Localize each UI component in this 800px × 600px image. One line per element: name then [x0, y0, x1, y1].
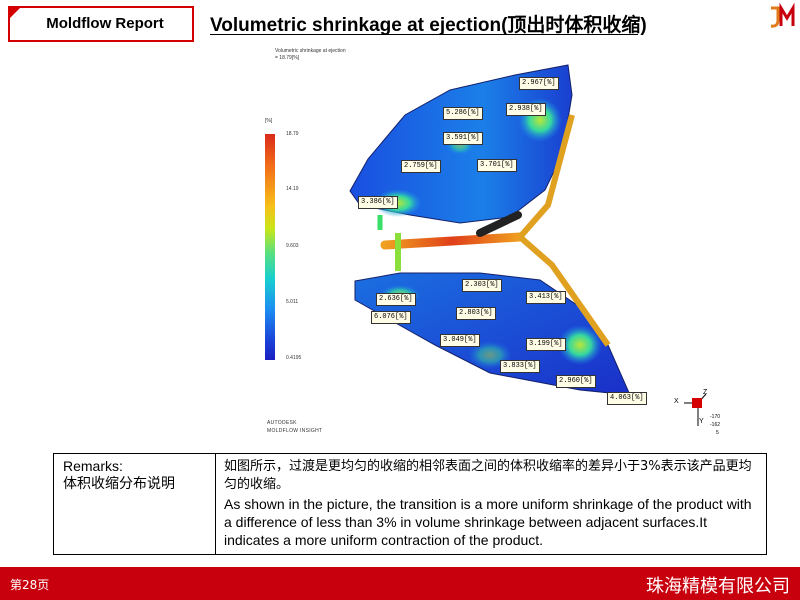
legend-tick-2: 14.19	[286, 186, 299, 192]
company-name: 珠海精模有限公司	[646, 576, 790, 597]
value-tag: 2.636[%]	[376, 293, 416, 306]
legend-tick-min: 0.4195	[286, 355, 302, 361]
report-tag-box	[8, 6, 194, 42]
legend-unit: [%]	[265, 118, 273, 124]
result-max-value: = 18.79[%]	[275, 55, 300, 61]
remarks-chinese-text: 如图所示，过渡是更均匀的收缩的相邻表面之间的体积收缩率的差异小于3%表示该产品更…	[224, 459, 752, 492]
remarks-subheading: 体积收缩分布说明	[63, 476, 175, 492]
value-tag: 2.938[%]	[506, 103, 546, 116]
title-underline	[210, 34, 638, 35]
remarks-english-text: As shown in the picture, the transition …	[224, 496, 752, 548]
value-tag: 2.960[%]	[556, 375, 596, 388]
triad-readout: -162	[710, 422, 721, 428]
axis-triad-icon	[684, 393, 707, 426]
value-tag: 3.591[%]	[443, 132, 483, 145]
legend-tick-3: 9.603	[286, 243, 299, 249]
color-legend-bar	[265, 134, 275, 360]
triad-readout: -170	[710, 414, 721, 420]
value-tag: 2.759[%]	[401, 160, 441, 173]
value-tag: 5.286[%]	[443, 107, 483, 120]
value-tag: 6.076[%]	[371, 311, 411, 324]
slide-title: Volumetric shrinkage at ejection(顶出时体积收缩…	[210, 15, 647, 36]
value-tag: 2.803[%]	[456, 307, 496, 320]
triad-z-label: Z	[703, 389, 708, 396]
value-tag: 3.701[%]	[477, 159, 517, 172]
remarks-divider	[215, 453, 216, 555]
report-tag-label: Moldflow Report	[46, 15, 164, 32]
value-tag: 3.049[%]	[440, 334, 480, 347]
value-tag: 4.063[%]	[607, 392, 647, 405]
legend-tick-max: 18.79	[286, 131, 299, 137]
value-tag: 3.199[%]	[526, 338, 566, 351]
remarks-table	[53, 453, 767, 555]
legend-tick-4: 5.011	[286, 299, 299, 305]
report-tag-corner-mark	[8, 6, 22, 20]
company-logo-icon	[770, 2, 795, 28]
page-number: 第28页	[10, 578, 50, 592]
value-tag: 2.303[%]	[462, 279, 502, 292]
brand-moldflow-insight: MOLDFLOW INSIGHT	[267, 428, 323, 434]
value-tag: 3.833[%]	[500, 360, 540, 373]
triad-y-label: Y	[699, 418, 704, 425]
footer-bar	[0, 567, 800, 600]
value-tag: 3.386[%]	[358, 196, 398, 209]
remarks-heading: Remarks:	[63, 458, 123, 474]
brand-autodesk: AUTODESK	[267, 420, 297, 426]
value-tag: 2.967[%]	[519, 77, 559, 90]
result-title: Volumetric shrinkage at ejection	[275, 48, 346, 54]
shrinkage-plot-image	[349, 64, 631, 396]
triad-x-label: X	[674, 398, 679, 405]
triad-readout: 5	[716, 430, 719, 436]
value-tag: 3.413[%]	[526, 291, 566, 304]
